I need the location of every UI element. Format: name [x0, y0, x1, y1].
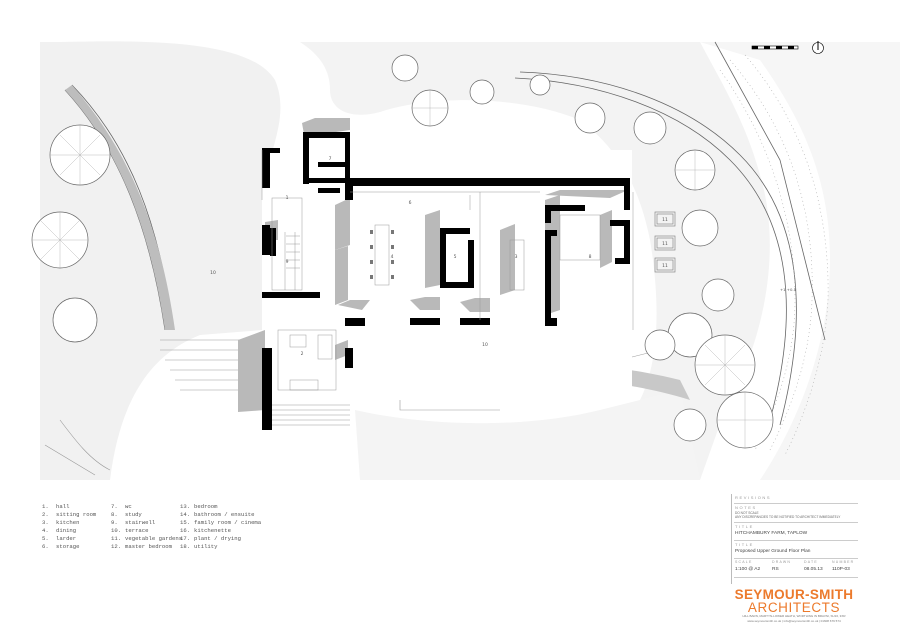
number-value: 110P-03	[832, 567, 850, 572]
drawn-value: RS	[772, 567, 779, 572]
drawing-title: Proposed Upper Ground Floor Plan	[735, 549, 811, 554]
walls	[262, 132, 630, 430]
legend-item: 17.plant / drying	[180, 535, 241, 543]
interior-lines	[261, 150, 634, 426]
retaining-walls	[64, 41, 826, 426]
divider	[734, 503, 858, 504]
room-label-hall: 1	[286, 195, 289, 201]
room-label-larder: 5	[454, 254, 457, 260]
legend-item: 13.bedroom	[180, 503, 218, 510]
room-label-veg-3: 11	[662, 263, 668, 269]
legend-item: 8.study	[111, 511, 142, 519]
legend-item: 9.stairwell	[111, 519, 156, 527]
scale-bar-icon	[751, 45, 799, 50]
divider	[734, 577, 858, 578]
title-heading: TITLE	[735, 542, 754, 547]
room-label-stair: 9	[286, 259, 289, 265]
legend-item: 10.terrace	[111, 527, 149, 535]
legend-item: 16.kitchenette	[180, 527, 231, 535]
room-label-study: 8	[589, 254, 592, 260]
project-heading: TITLE	[735, 524, 754, 529]
gravel-band	[719, 54, 829, 456]
room-label-veg-1: 11	[662, 217, 668, 223]
notes-line-1: DO NOT SCALE	[735, 511, 759, 515]
legend-item: 7.wc	[111, 503, 132, 510]
north-arrow-icon	[812, 41, 824, 54]
legend-item: 12.master bedroom	[111, 543, 172, 551]
legend-item: 5.larder	[42, 535, 77, 543]
room-label-terrace-west: 10	[210, 270, 216, 276]
divider	[734, 522, 858, 523]
divider	[734, 558, 858, 559]
notes-heading: NOTES	[735, 505, 757, 510]
revisions-heading: REVISIONS	[735, 495, 772, 500]
logo-line-2: ARCHITECTS	[747, 600, 841, 615]
company-address: HILL BARN, MARTYN-LOWER HEATH, WORTHING …	[742, 614, 846, 618]
legend-item: 6.storage	[42, 543, 80, 551]
project-name: HITCHAMBURY FARM, TAPLOW	[735, 531, 808, 536]
legend-item: 11.vegetable gardens	[111, 535, 183, 543]
legend-column-1: 1.hall 2.sitting room 3.kitchen 4.dining…	[42, 503, 96, 552]
legend-column-3: 13.bedroom 14.bathroom / ensuite 15.fami…	[180, 503, 261, 552]
room-label-dining: 4	[391, 254, 394, 260]
floor-plan-drawing: 1 2 3 4 5 6 7 8 9 10 10 11 11 11 +1 +0.5	[31, 41, 829, 480]
legend-item: 15.family room / cinema	[180, 519, 262, 527]
date-value: 08.05.13	[804, 567, 823, 572]
spot-level-label: +1 +0.5	[780, 287, 797, 292]
tree-branches	[32, 90, 773, 448]
drawn-heading: DRAWN	[772, 560, 792, 564]
number-heading: NUMBER	[832, 560, 855, 564]
scale-value: 1:100 @ A2	[735, 567, 761, 572]
room-labels: 1 2 3 4 5 6 7 8 9 10 10 11 11 11 +1 +0.5	[210, 156, 796, 357]
title-block: REVISIONS NOTES DO NOT SCALE ANY DISCREP…	[731, 494, 858, 584]
divider	[734, 540, 858, 541]
room-label-terrace-south: 10	[482, 342, 488, 348]
vegetable-planters	[654, 211, 676, 273]
room-label-kitchen: 3	[515, 254, 518, 260]
south-terrace-area	[350, 315, 625, 365]
legend-column-2: 7.wc 8.study 9.stairwell 10.terrace 11.v…	[111, 503, 182, 552]
legend-item: 3.kitchen	[42, 519, 80, 527]
room-label-storage: 6	[409, 200, 412, 206]
date-heading: DATE	[804, 560, 818, 564]
legend-item: 18.utility	[180, 543, 218, 551]
architect-logo: SEYMOUR-SMITH ARCHITECTS HILL BARN, MART…	[731, 588, 857, 623]
notes-line-2: ANY DISCREPANCIES TO BE NOTIFIED TO ARCH…	[735, 515, 841, 519]
legend-item: 4.dining	[42, 527, 77, 535]
logo-line-1: SEYMOUR-SMITH	[734, 587, 854, 602]
legend-item: 2.sitting room	[42, 511, 97, 519]
room-label-sitting: 2	[301, 351, 304, 357]
legend-item: 1.hall	[42, 503, 70, 510]
company-contact: www.seymoursmith.co.uk | info@seymoursmi…	[747, 618, 841, 623]
room-label-wc: 7	[329, 156, 332, 162]
legend-item: 14.bathroom / ensuite	[180, 511, 255, 519]
west-wall-shadow	[65, 85, 175, 330]
room-label-veg-2: 11	[662, 241, 668, 247]
scale-heading: SCALE	[735, 560, 753, 564]
dining-chairs	[370, 230, 394, 279]
